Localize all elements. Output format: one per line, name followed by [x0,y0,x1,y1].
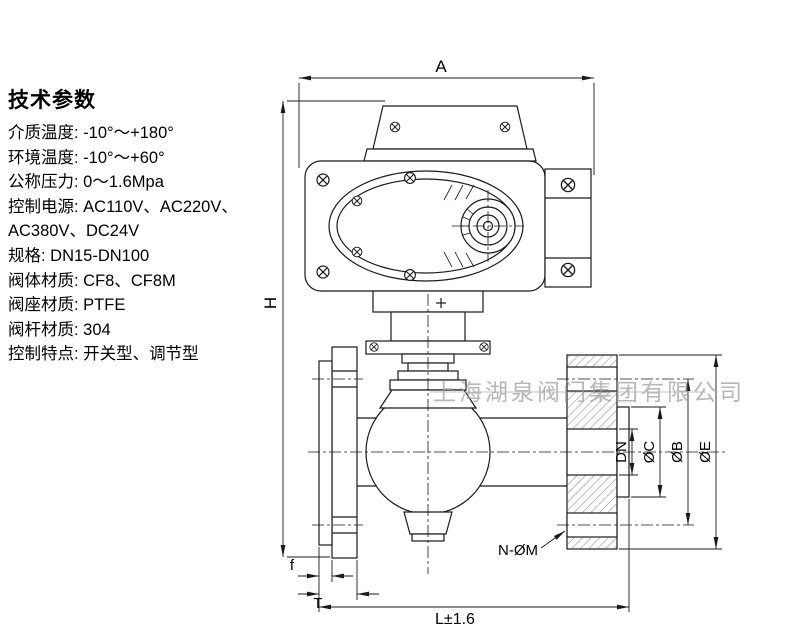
spec-line-body-material: 阀体材质: CF8、CF8M [8,271,176,290]
grip-texture [443,184,475,268]
dim-label-l: L±1.6 [435,611,475,628]
spec-line-stem-material: 阀杆材质: 304 [8,320,111,339]
spec-line-power-2: AC380V、DC24V [8,222,140,241]
centerlines [308,190,726,574]
spec-line-power-1: 控制电源: AC110V、AC220V、 [8,197,238,216]
dim-label-dn: DN [613,441,630,463]
spec-line-size-range: 规格: DN15-DN100 [8,246,150,265]
dim-label-a: A [435,57,447,76]
dim-label-b: ØB [669,441,686,463]
dim-label-t: T [313,595,322,612]
dimension-annotations [280,75,722,612]
watermark: 上海湖泉阀门集团有限公司 [430,379,745,405]
spec-line-ambient-temp: 环境温度: -10°～+60° [8,148,165,167]
spec-line-pressure: 公称压力: 0～1.6Mpa [8,173,164,192]
dim-label-nm: N-ØM [498,542,538,559]
spec-line-control-type: 控制特点: 开关型、调节型 [8,345,199,364]
specs-title: 技术参数 [8,89,96,112]
dim-label-c: ØC [641,441,658,464]
electric-actuator-drawing [304,105,592,292]
valve-body-drawing [318,346,630,559]
spec-line-medium-temp: 介质温度: -10°～+180° [8,124,174,142]
spec-line-seat-material: 阀座材质: PTFE [8,296,126,315]
dimension-labels: A H DN ØC ØB ØE N-ØM f T L±1.6 [261,57,714,628]
technical-parameters-block: 技术参数 介质温度: -10°～+180° 环境温度: -10°～+60° 公称… [8,84,308,367]
dim-label-e: ØE [697,441,714,463]
watermark-text: 上海湖泉阀门集团有限公司 [433,379,745,405]
dim-label-h: H [261,297,280,309]
dim-label-f: f [290,557,295,574]
